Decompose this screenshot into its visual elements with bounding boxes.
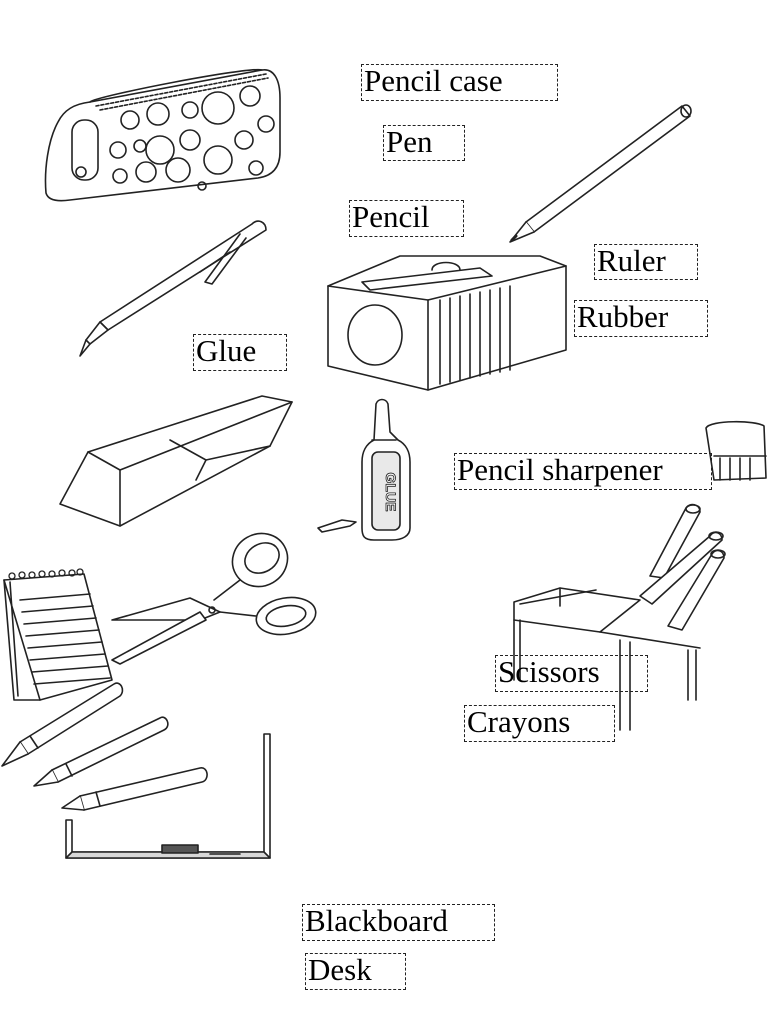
- blackboard-illustration: [65, 733, 271, 859]
- pencil-case-illustration: [44, 68, 281, 202]
- glue-label[interactable]: Glue: [193, 334, 287, 371]
- crayons-label[interactable]: Crayons: [464, 705, 615, 742]
- pencil-illustration: [509, 104, 692, 243]
- pen-illustration: [79, 220, 267, 357]
- crayons-illustration: [1, 682, 208, 811]
- pen-label[interactable]: Pen: [383, 125, 465, 161]
- blackboard-label[interactable]: Blackboard: [302, 904, 495, 941]
- glue-bottle-label: GLUE: [383, 473, 399, 512]
- scissors-illustration: [111, 532, 317, 665]
- glue-bottle-illustration: GLUE: [317, 398, 411, 541]
- rubber-illustration: [59, 395, 293, 527]
- pencil-case-label[interactable]: Pencil case: [361, 64, 558, 101]
- desk-label[interactable]: Desk: [305, 953, 406, 990]
- ruler-label[interactable]: Ruler: [594, 244, 698, 280]
- chalk-illustration: [639, 503, 726, 631]
- pencil-sharpener-label[interactable]: Pencil sharpener: [454, 453, 712, 490]
- desk-illustration: [513, 587, 701, 731]
- ruler-illustration: [705, 420, 767, 481]
- notebook-illustration: [3, 568, 113, 701]
- pencil-label[interactable]: Pencil: [349, 200, 464, 237]
- rubber-label[interactable]: Rubber: [574, 300, 708, 337]
- pencil-sharpener-illustration: [327, 255, 567, 391]
- scissors-label[interactable]: Scissors: [495, 655, 648, 692]
